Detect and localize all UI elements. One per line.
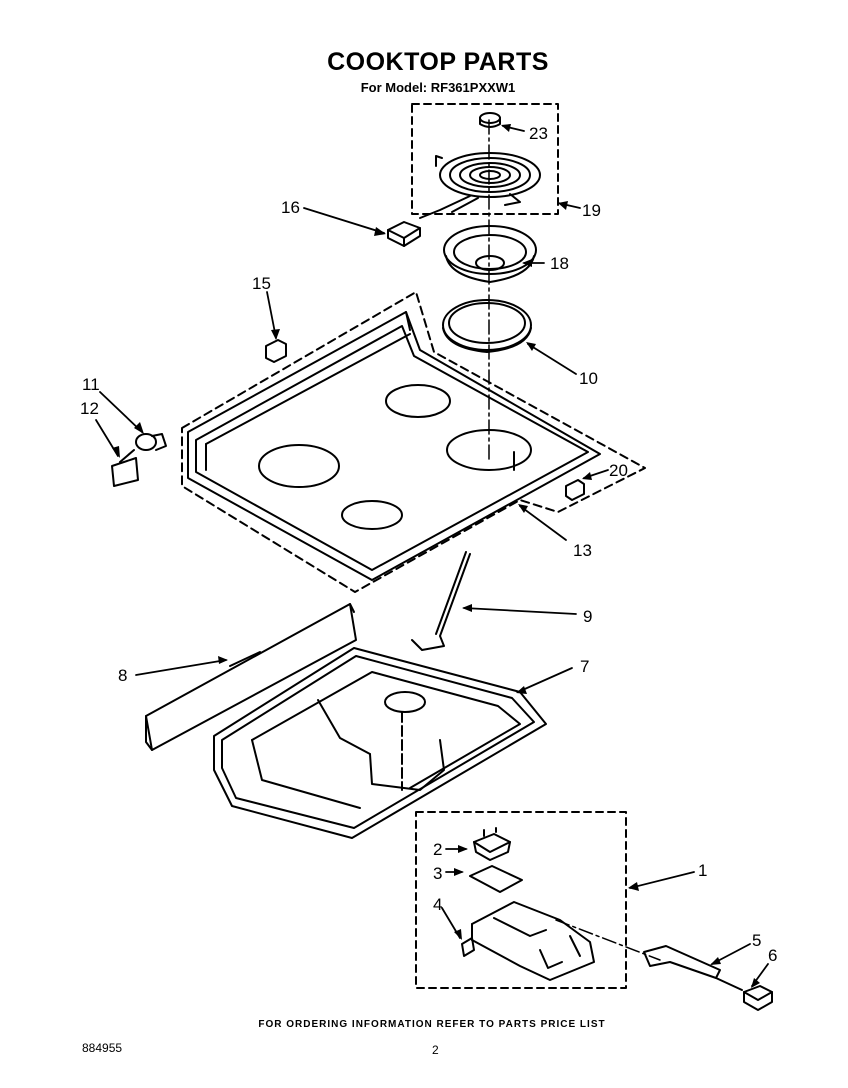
callout-13: 13 (573, 541, 592, 560)
callout-2: 2 (433, 840, 442, 859)
part-10-trim-ring (442, 299, 532, 353)
part-15-clip (265, 339, 287, 363)
callout-12: 12 (80, 399, 99, 418)
document-number: 884955 (82, 1041, 123, 1055)
part-23-clip (565, 479, 585, 501)
part-3-insulator (469, 865, 523, 893)
callout-20: 23 (529, 124, 548, 143)
callout-9: 9 (583, 607, 592, 626)
part-20-cap (479, 112, 501, 128)
part-16-terminal-block (387, 221, 421, 247)
part-7-burner-box (213, 647, 547, 839)
part-6-connector (743, 985, 773, 1011)
part-5-harness (643, 945, 743, 991)
callout-3: 3 (433, 864, 442, 883)
part-11-switch (135, 433, 167, 451)
part-8-front-panel (145, 603, 357, 751)
callout-4: 4 (433, 895, 442, 914)
ordering-note: FOR ORDERING INFORMATION REFER TO PARTS … (258, 1019, 606, 1030)
part-1-control-bracket (471, 901, 595, 981)
callout-16: 16 (281, 198, 300, 217)
part-19-surface-element (419, 152, 541, 219)
callout-23: 20 (609, 461, 628, 480)
page-title: COOKTOP PARTS (327, 48, 549, 76)
page-number: 2 (432, 1043, 439, 1057)
callout-5: 5 (752, 931, 761, 950)
callout-19: 19 (582, 201, 601, 220)
part-9-rod (411, 551, 471, 651)
cooktop-boundary (181, 291, 646, 593)
part-4-plate (461, 937, 475, 957)
part-2-relay (473, 827, 511, 861)
control-connector-line (555, 919, 661, 961)
control-assembly-box (415, 811, 627, 989)
model-line: For Model: RF361PXXW1 (360, 80, 516, 95)
callout-11: 11 (82, 375, 100, 394)
callout-10: 10 (579, 369, 598, 388)
callout-7: 7 (580, 657, 589, 676)
part-18-drip-bowl (443, 225, 537, 283)
callout-8: 8 (118, 666, 127, 685)
callout-6: 6 (768, 946, 777, 965)
callout-15: 15 (252, 274, 271, 293)
element-assembly-box (411, 103, 559, 215)
callout-18: 18 (550, 254, 569, 273)
part-12-bracket (111, 449, 139, 487)
part-13-cooktop (187, 311, 601, 581)
callout-1: 1 (698, 861, 707, 880)
